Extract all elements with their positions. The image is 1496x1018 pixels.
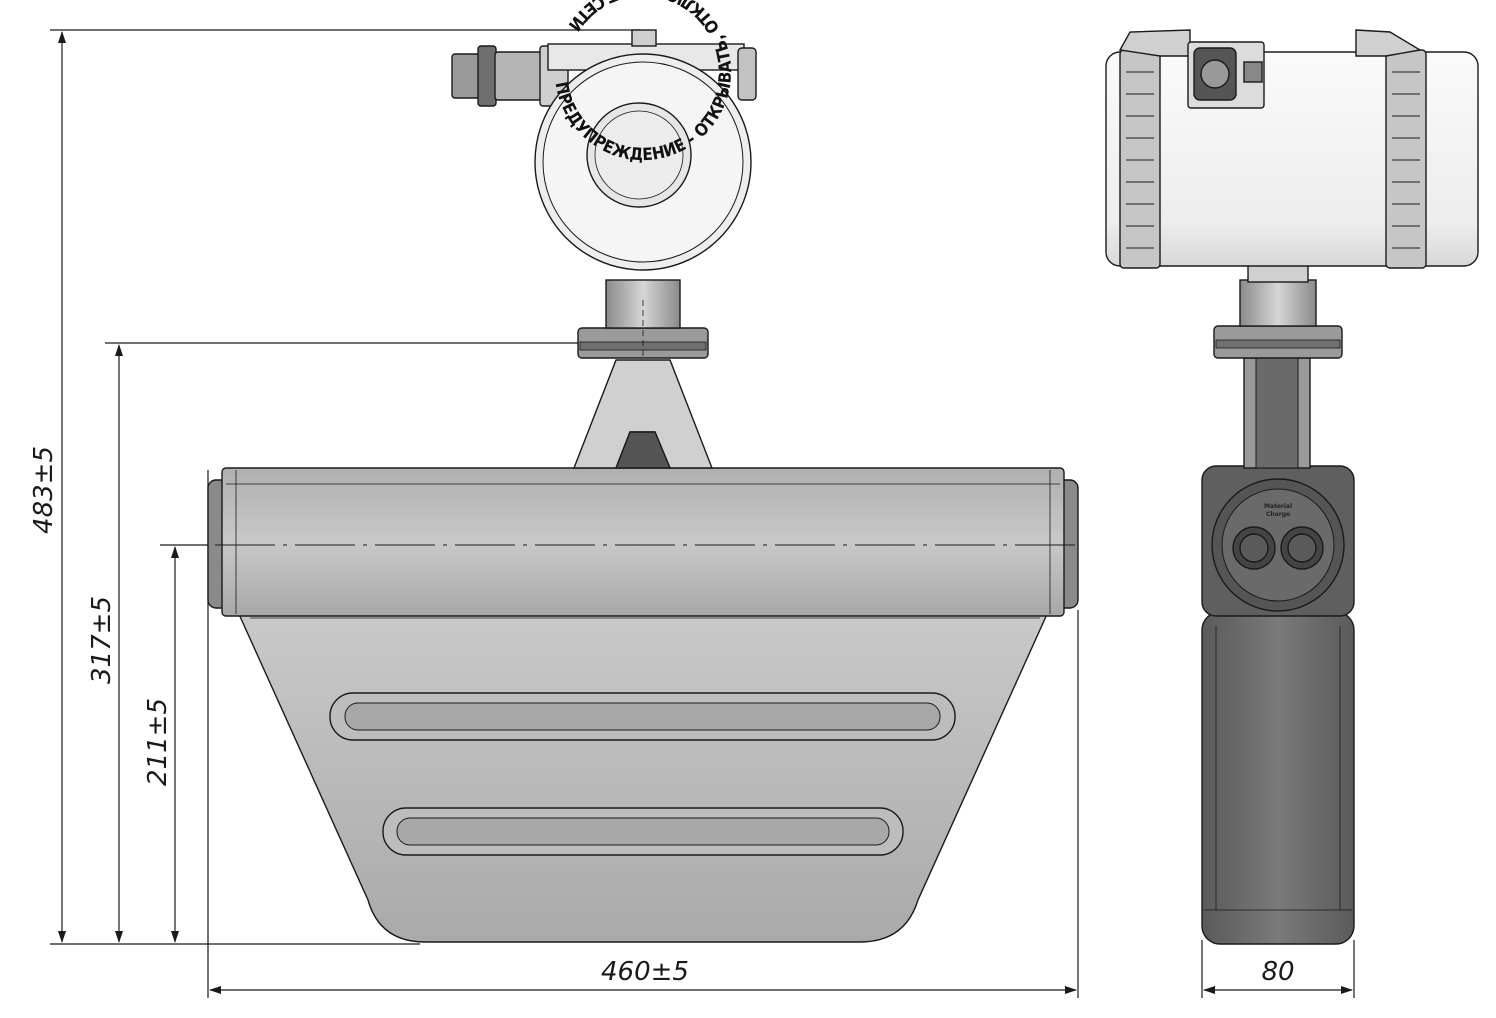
badge-line-1: Material [1264, 503, 1292, 510]
cable-gland [451, 45, 569, 107]
sensor-tube [221, 467, 1065, 617]
dimension-lines [50, 29, 1355, 998]
side-view [1105, 29, 1479, 945]
dim-axis-height: 211±5 [143, 698, 173, 786]
dim-side-width: 80 [1261, 957, 1294, 987]
dim-total-height: 483±5 [29, 446, 59, 534]
sensor-body-lower [236, 611, 1050, 943]
front-view [207, 29, 1080, 943]
side-body-lower [1201, 611, 1355, 945]
dim-flange-height: 317±5 [87, 596, 117, 684]
badge-line-2: Charge [1266, 511, 1290, 518]
dim-total-width: 460±5 [601, 957, 689, 987]
